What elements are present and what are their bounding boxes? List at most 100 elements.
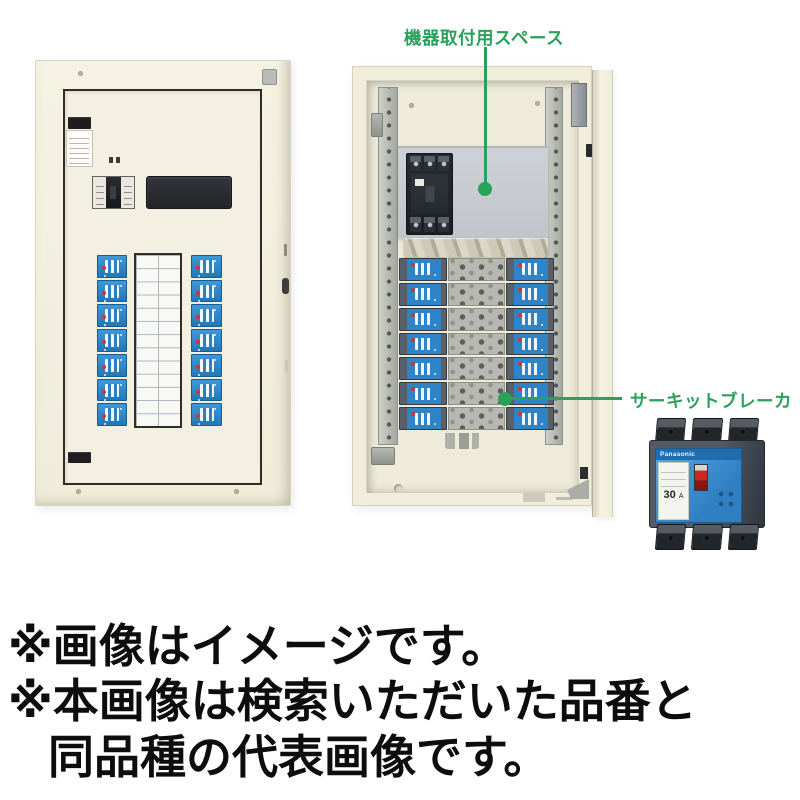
hinge <box>371 447 395 465</box>
branch-breaker <box>506 382 554 406</box>
opened-door-edge <box>592 70 613 517</box>
branch-breaker <box>191 403 222 427</box>
disclaimer-line-1: ※画像はイメージです。 <box>8 620 508 672</box>
mccb-top-terminals <box>407 154 452 173</box>
hinge <box>371 113 383 137</box>
corner-bracket <box>571 83 587 127</box>
door-handle <box>282 278 289 294</box>
center-busbar <box>448 282 505 306</box>
branch-breaker <box>506 332 554 356</box>
terminal <box>727 524 760 550</box>
branch-breaker <box>97 279 127 303</box>
branch-breaker <box>97 353 127 377</box>
branch-breaker <box>97 403 127 427</box>
center-busbar <box>448 258 505 281</box>
breaker-bottom-terminals <box>654 524 760 550</box>
knockout-hole <box>394 484 403 493</box>
open-panel-cabinet <box>352 66 594 506</box>
branch-breaker <box>399 382 447 406</box>
center-busbar <box>448 407 505 431</box>
branch-breaker-row <box>399 258 554 281</box>
branch-breaker-column-left <box>97 254 127 427</box>
branch-breaker <box>399 357 447 381</box>
breaker-body: Panasonic 30 A <box>649 440 765 528</box>
face-markings <box>716 489 736 509</box>
branch-breaker-row <box>399 382 554 406</box>
busbar-end-tabs <box>445 433 479 449</box>
branch-breaker <box>399 282 447 306</box>
screw <box>409 103 414 108</box>
branch-breaker-row <box>399 282 554 306</box>
hinge-bracket <box>262 69 277 85</box>
terminal <box>654 524 687 550</box>
branch-breaker <box>506 357 554 381</box>
mccb-bottom-terminals <box>407 215 452 234</box>
branch-breaker-row <box>399 307 554 331</box>
branch-breaker-row <box>399 407 554 431</box>
center-busbar <box>448 307 505 331</box>
indicator-window <box>146 176 232 209</box>
branch-breaker <box>506 258 554 281</box>
leader-dot <box>478 182 492 196</box>
rating-value: 30 A <box>663 489 684 501</box>
main-mccb-breaker <box>406 153 453 235</box>
brand-label: Panasonic <box>656 449 741 460</box>
branch-breaker-column-right <box>191 254 222 427</box>
mccb-face <box>411 174 448 214</box>
branch-breaker <box>97 329 127 352</box>
circuit-schedule-card <box>134 253 182 428</box>
branch-breaker <box>399 258 447 281</box>
branch-breaker <box>399 307 447 331</box>
corner-bracket <box>567 479 589 499</box>
branch-breaker-row <box>399 332 554 356</box>
disclaimer-line-3: 同品種の代表画像です。 <box>48 731 550 783</box>
cable-clamp <box>580 467 588 479</box>
screw <box>234 489 239 494</box>
circuit-breaker-label: サーキットブレーカ <box>630 391 792 411</box>
main-breaker-handle <box>106 177 121 208</box>
screw <box>78 71 83 76</box>
main-breaker-side <box>93 177 106 208</box>
spec-label-sticker <box>66 130 93 167</box>
main-label-mark <box>109 157 122 163</box>
screw <box>76 489 81 494</box>
screw <box>535 101 540 106</box>
branch-breaker <box>97 378 127 402</box>
door-latch <box>586 144 594 157</box>
center-busbar <box>448 382 505 406</box>
leader-line-horizontal <box>507 397 622 400</box>
main-breaker-side <box>121 177 134 208</box>
bottom-vent <box>68 452 91 463</box>
branch-breaker <box>191 353 222 377</box>
rating-sticker: 30 A <box>658 462 689 520</box>
equipment-space-label: 機器取付用スペース <box>404 28 564 48</box>
branch-breaker-assembly <box>399 257 554 431</box>
branch-breaker <box>506 282 554 306</box>
branch-breaker <box>399 332 447 356</box>
breaker-toggle <box>694 464 708 491</box>
branch-breaker <box>191 304 222 328</box>
busbar-connection <box>404 238 548 257</box>
closed-panel-cabinet <box>35 60 291 506</box>
circuit-breaker-photo: Panasonic 30 A <box>646 416 768 550</box>
terminal <box>691 524 723 550</box>
branch-breaker <box>97 304 127 328</box>
branch-breaker <box>191 329 222 352</box>
branch-breaker <box>399 407 447 431</box>
center-busbar <box>448 357 505 381</box>
branch-breaker <box>191 378 222 402</box>
stamped-marking <box>523 493 545 502</box>
branch-breaker <box>506 307 554 331</box>
branch-breaker <box>97 255 127 278</box>
branch-breaker-row <box>399 357 554 381</box>
main-breaker-cover <box>92 176 135 209</box>
branch-breaker <box>191 279 222 303</box>
leader-dot <box>498 392 512 406</box>
breaker-face: Panasonic 30 A <box>655 448 742 523</box>
center-busbar <box>448 332 505 356</box>
leader-line-vertical <box>484 47 487 184</box>
equipment-mounting-plate <box>398 146 548 238</box>
panel-door-face <box>63 89 262 485</box>
branch-breaker <box>191 255 222 278</box>
